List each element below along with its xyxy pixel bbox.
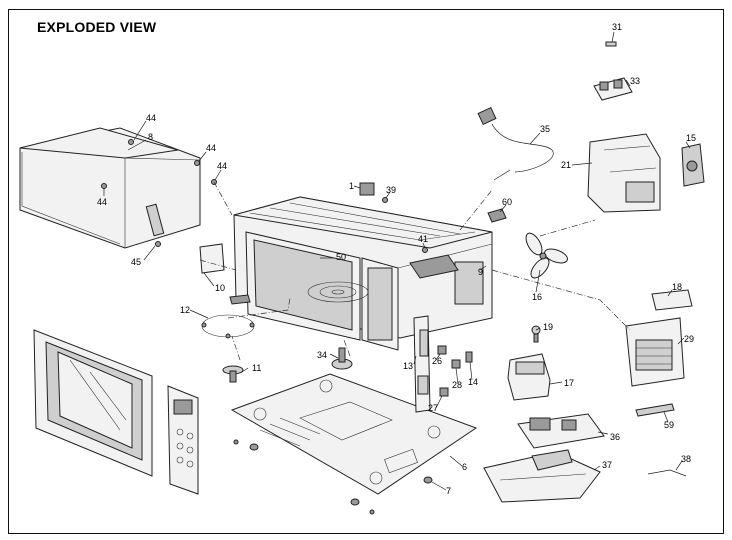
base-tray	[483, 449, 601, 503]
noise-filter	[593, 77, 633, 101]
transformer	[507, 353, 551, 401]
fuse-31	[605, 41, 617, 47]
fan-blade	[525, 232, 568, 279]
diagram-title: EXPLODED VIEW	[37, 19, 157, 35]
label-41: 41	[418, 234, 428, 244]
coupler	[222, 365, 244, 383]
base-plate	[230, 373, 478, 495]
turntable-support	[229, 294, 251, 305]
label-21: 21	[561, 160, 571, 170]
label-28: 28	[452, 380, 462, 390]
label-6: 6	[462, 462, 467, 472]
label-44-right: 44	[206, 143, 216, 153]
label-34: 34	[317, 350, 327, 360]
label-11: 11	[252, 363, 261, 373]
label-35: 35	[540, 124, 550, 134]
latch-switch-assembly	[413, 315, 473, 413]
roller-ring	[201, 314, 255, 339]
label-14: 14	[468, 377, 478, 387]
label-7: 7	[446, 486, 451, 496]
main-cavity	[233, 196, 493, 351]
turntable-motor	[331, 347, 353, 370]
control-panel	[167, 385, 199, 495]
label-50: 50	[336, 252, 346, 262]
label-36: 36	[610, 432, 620, 442]
label-16: 16	[532, 292, 542, 302]
label-26: 26	[432, 356, 442, 366]
door-assembly	[33, 329, 153, 477]
label-27: 27	[428, 403, 438, 413]
label-44-side: 44	[217, 161, 227, 171]
label-31: 31	[612, 22, 622, 32]
label-17: 17	[564, 378, 574, 388]
feet-7	[233, 439, 433, 515]
diagram-frame	[8, 9, 724, 534]
fan-motor	[681, 143, 705, 187]
magnetron	[625, 317, 685, 387]
strap	[635, 403, 675, 417]
screw-39	[382, 197, 388, 203]
label-18: 18	[672, 282, 682, 292]
waveguide-cover	[199, 243, 225, 274]
label-44-top: 44	[146, 113, 156, 123]
screw-41	[422, 247, 428, 253]
leader-lines	[103, 31, 691, 491]
screws-44	[101, 139, 217, 247]
label-12: 12	[180, 305, 190, 315]
part-labels: 31 33 44 8 44 44 44 35 15 21 1 39 60 41 …	[97, 22, 696, 496]
label-45: 45	[131, 257, 141, 267]
label-8: 8	[148, 132, 153, 142]
label-29: 29	[684, 334, 694, 344]
plate-1	[359, 182, 375, 196]
label-1: 1	[349, 181, 354, 191]
label-38: 38	[681, 454, 691, 464]
outer-case	[19, 127, 201, 249]
reference-lines	[199, 181, 631, 361]
bracket-38	[647, 469, 687, 477]
label-39: 39	[386, 185, 396, 195]
label-37: 37	[602, 460, 612, 470]
label-19: 19	[543, 322, 553, 332]
inverter-board	[517, 413, 605, 449]
label-59: 59	[664, 420, 674, 430]
label-13: 13	[403, 361, 413, 371]
label-60: 60	[502, 197, 512, 207]
label-9: 9	[478, 267, 483, 277]
label-33: 33	[630, 76, 640, 86]
power-cord	[477, 106, 554, 181]
magnetron-cover	[651, 289, 693, 311]
label-44-left: 44	[97, 197, 107, 207]
label-15: 15	[686, 133, 696, 143]
air-duct	[587, 133, 661, 213]
air-guide	[487, 208, 507, 223]
label-10: 10	[215, 283, 225, 293]
